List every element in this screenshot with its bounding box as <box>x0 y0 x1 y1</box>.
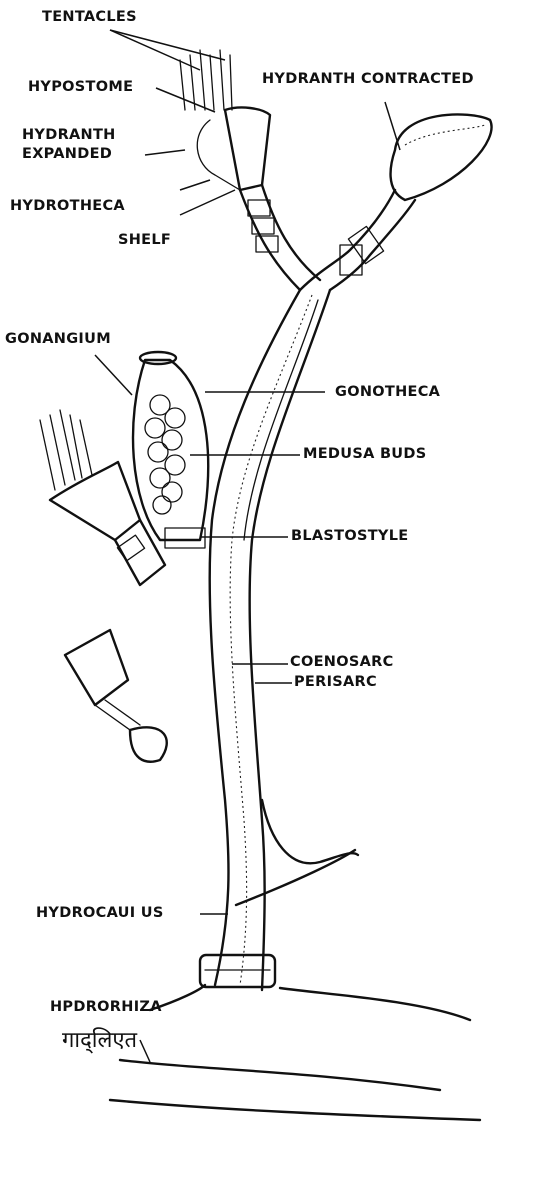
handwritten-note: गाद्लिएत <box>62 1024 137 1054</box>
label-medusa-buds: MEDUSA BUDS <box>303 447 426 462</box>
label-hydrotheca: HYDROTHECA <box>10 199 125 214</box>
lower-left-hydranth <box>40 410 165 585</box>
label-hydrorhiza: HPDRORHIZA <box>50 1000 162 1015</box>
label-hydranth-contracted: HYDRANTH CONTRACTED <box>262 72 474 87</box>
lower-branch <box>236 800 358 905</box>
label-gonotheca: GONOTHECA <box>335 385 440 400</box>
label-hydranth-expanded-line1: HYDRANTH <box>22 128 116 143</box>
hydrorhiza-stolon <box>110 955 480 1120</box>
label-tentacles: TENTACLES <box>42 10 137 25</box>
upper-branch <box>300 114 492 290</box>
label-hydrocaulus: HYDROCAUI US <box>36 906 164 921</box>
medusa-buds <box>145 395 185 514</box>
label-shelf: SHELF <box>118 233 171 248</box>
label-gonangium: GONANGIUM <box>5 332 111 347</box>
label-coenosarc: COENOSARC <box>290 655 394 670</box>
label-perisarc: PERISARC <box>294 675 377 690</box>
label-blastostyle: BLASTOSTYLE <box>291 529 408 544</box>
label-hypostome: HYPOSTOME <box>28 80 133 95</box>
hydrocaulus-stalk <box>210 290 330 990</box>
medusa-sketch <box>65 630 167 762</box>
label-hydranth-expanded-line2: EXPANDED <box>22 147 112 162</box>
gonangium <box>133 352 208 548</box>
